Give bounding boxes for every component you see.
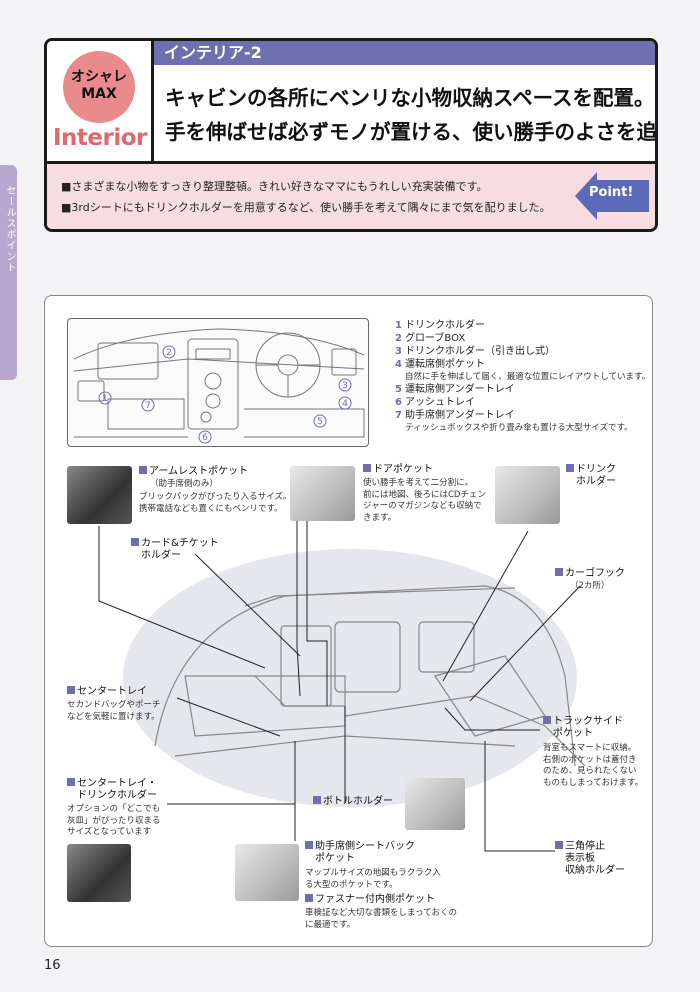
legend-label: グローブBOX	[405, 333, 466, 344]
point-label: Point!	[589, 185, 634, 200]
interior-label: Interior	[53, 125, 147, 151]
legend-label: ドリンクホルダー	[405, 320, 485, 331]
headline-line2: 手を伸ばせば必ずモノが置ける、使い勝手のよさを追求。	[165, 120, 658, 144]
dashboard-drawing: 1 2 3 4 5 6 7	[73, 328, 365, 444]
bottle-holder-title: ボトルホルダー	[313, 796, 393, 808]
dash-num-3: 3	[342, 381, 348, 391]
center-tray-title: センタートレイ	[67, 686, 147, 698]
center-drink-holder-photo	[67, 844, 131, 902]
truckside-pocket-desc: 背室もスマートに収納。右側のポケットは蓋付きのため、見られたくないものもしまって…	[543, 743, 644, 788]
armrest-pocket-photo	[67, 466, 132, 524]
door-pocket-title: ドアポケット	[363, 464, 433, 476]
legend-sub: ティッシュボックスや折り畳み傘も置ける大型サイズです。	[405, 423, 633, 433]
dash-num-7: 7	[145, 401, 151, 411]
seatback-pocket-photo	[235, 844, 299, 901]
armrest-pocket-title: アームレストポケット	[139, 466, 248, 478]
point-arrow-icon: Point!	[575, 172, 651, 220]
cargo-hook-title: カーゴフック	[555, 568, 625, 580]
center-tray-drink-holder-desc: オプションの「どこでも灰皿」がぴったり収まるサイズとなっています	[67, 804, 161, 837]
header-box: オシャレ MAX Interior インテリア-2 キャビンの各所にベンリな小物…	[44, 38, 658, 232]
headline-line1: キャビンの各所にベンリな小物収納スペースを配置。	[165, 86, 655, 110]
door-pocket-desc: 使い勝手を考えて二分割に。前には地図、後ろにはCDチェンジャーのマガジンなども収…	[363, 478, 486, 523]
card-ticket-holder-title: カード&チケットホルダー	[131, 538, 219, 562]
seatback-pocket-desc: マップルサイズの地図もラクラク入る大型のポケットです。	[305, 868, 441, 890]
cabin-drawing-and-leaders	[98, 513, 586, 852]
legend-num: 5	[395, 384, 402, 395]
legend-num: 6	[395, 397, 402, 408]
oshare-max-badge: オシャレ MAX	[63, 51, 135, 123]
dashboard-illustration: 1 2 3 4 5 6 7	[67, 318, 369, 447]
legend-label: 運転席側ポケット	[405, 359, 485, 370]
cargo-hook-sub: （2カ所）	[570, 581, 610, 591]
bullet-band: ■さまざまな小物をすっきり整理整頓。きれい好きなママにもうれしい充実装備です。 …	[47, 161, 655, 229]
badge-line1: オシャレ	[71, 69, 127, 85]
side-tab-label: セールスポイント	[4, 185, 15, 273]
side-tab: セールスポイント	[0, 165, 17, 380]
badge-area: オシャレ MAX Interior	[47, 41, 154, 161]
drink-holder-photo	[495, 466, 560, 524]
legend-num: 4	[395, 359, 402, 370]
cabin-background	[123, 549, 577, 807]
seatback-pocket-title: 助手席側シートバックポケット	[305, 841, 415, 865]
drink-holder-title: ドリンクホルダー	[566, 464, 616, 488]
legend-num: 7	[395, 410, 402, 421]
armrest-pocket-desc: ブリックパックがぴったり入るサイズ。携帯電話なども置くにもベンリです。	[139, 492, 292, 514]
legend-num: 1	[395, 320, 402, 331]
bottle-holder-photo	[405, 778, 465, 830]
dash-num-2: 2	[166, 348, 172, 358]
triangle-sign-holder-title: 三角停止表示板収納ホルダー	[555, 841, 625, 877]
bullet-2: ■3rdシートにもドリンクホルダーを用意するなど、使い勝手を考えて隅々にまで気を…	[61, 201, 551, 214]
dash-num-4: 4	[342, 399, 348, 409]
legend-num: 3	[395, 346, 402, 357]
fastener-pocket-title: ファスナー付内側ポケット	[305, 894, 435, 906]
fastener-pocket-desc: 車検証など大切な書類をしまっておくのに最適です。	[305, 908, 457, 930]
bullet-1: ■さまざまな小物をすっきり整理整頓。きれい好きなママにもうれしい充実装備です。	[61, 180, 488, 193]
dash-num-6: 6	[202, 433, 208, 443]
legend-label: アッシュトレイ	[405, 397, 475, 408]
legend-num: 2	[395, 333, 402, 344]
door-pocket-photo	[290, 466, 355, 521]
legend-sub: 自然に手を伸ばして届く、最適な位置にレイアウトしています。	[405, 372, 651, 382]
center-tray-drink-holder-title: センタートレイ・ドリンクホルダー	[67, 778, 157, 802]
section-title: インテリア-2	[154, 41, 655, 65]
dash-num-1: 1	[102, 394, 108, 404]
armrest-pocket-sub: （助手席側のみ）	[150, 479, 219, 489]
legend-label: 助手席側アンダートレイ	[405, 410, 515, 421]
legend-label: 運転席側アンダートレイ	[405, 384, 515, 395]
headline: キャビンの各所にベンリな小物収納スペースを配置。 手を伸ばせば必ずモノが置ける、…	[165, 81, 658, 149]
truckside-pocket-title: トラックサイドポケット	[543, 716, 623, 740]
badge-line2: MAX	[81, 86, 117, 102]
page-number: 16	[44, 958, 61, 973]
legend-label: ドリンクホルダー（引き出し式）	[405, 346, 555, 357]
center-tray-desc: セカンドバッグやポーチなどを気軽に置けます。	[67, 700, 161, 722]
dash-num-5: 5	[317, 417, 323, 427]
